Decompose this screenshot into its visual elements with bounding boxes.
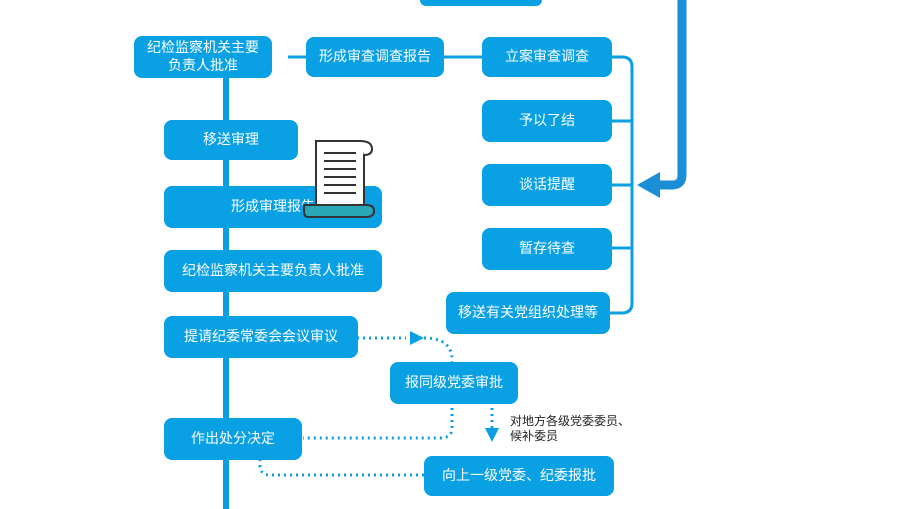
incoming-arrow-head bbox=[637, 172, 660, 198]
node-talk-remind-label: 谈话提醒 bbox=[519, 177, 575, 193]
node-transfer-party-org: 移送有关党组织处理等 bbox=[446, 292, 610, 334]
dotted-arrowhead bbox=[410, 331, 424, 345]
node-standing-committee-label: 提请纪委常委会会议审议 bbox=[184, 329, 338, 345]
node-make-decision: 作出处分决定 bbox=[164, 418, 302, 460]
node-upper-level-approval-label: 向上一级党委、纪委报批 bbox=[442, 468, 596, 484]
node-make-decision-label: 作出处分决定 bbox=[191, 431, 275, 447]
dotted-curve-down bbox=[423, 336, 454, 366]
node-suspend-pending-label: 暂存待查 bbox=[519, 241, 575, 257]
node-leader-approve: 纪检监察机关主要负责人批准 bbox=[164, 250, 382, 292]
node-transfer-trial-label: 移送审理 bbox=[203, 132, 259, 148]
node-conclude-label: 予以了结 bbox=[519, 113, 575, 129]
node-same-level-approval: 报同级党委审批 bbox=[390, 362, 518, 404]
node-review-report: 形成审查调查报告 bbox=[306, 37, 444, 77]
node-review-report-label: 形成审查调查报告 bbox=[319, 49, 431, 65]
node-leader-approve-top: 纪检监察机关主要 负责人批准 bbox=[134, 36, 272, 78]
node-suspend-pending: 暂存待查 bbox=[482, 228, 612, 270]
node-same-level-approval-label: 报同级党委审批 bbox=[405, 375, 503, 391]
node-upper-level-approval: 向上一级党委、纪委报批 bbox=[424, 456, 614, 496]
incoming-arrow-line bbox=[656, 0, 687, 190]
node-standing-committee: 提请纪委常委会会议审议 bbox=[164, 316, 358, 358]
dotted-down-arrowhead bbox=[485, 428, 499, 442]
node-leader-approve-top-line2: 负责人批准 bbox=[168, 58, 238, 74]
dotted-upper-to-decision bbox=[258, 460, 424, 477]
note-local-members-line1: 对地方各级党委委员、 bbox=[510, 414, 631, 428]
node-case-filed: 立案审查调查 bbox=[482, 37, 612, 77]
dotted-approval-to-decision bbox=[303, 402, 454, 440]
node-transfer-party-org-label: 移送有关党组织处理等 bbox=[458, 305, 598, 321]
node-transfer-trial: 移送审理 bbox=[164, 120, 298, 160]
node-case-filed-label: 立案审查调查 bbox=[505, 49, 589, 65]
note-local-members: 对地方各级党委委员、 候补委员 bbox=[510, 414, 630, 444]
node-trial-report-label: 形成审理报告 bbox=[231, 199, 315, 215]
node-talk-remind: 谈话提醒 bbox=[482, 164, 612, 206]
node-conclude: 予以了结 bbox=[482, 100, 612, 142]
note-local-members-line2: 候补委员 bbox=[510, 429, 559, 443]
node-leader-approve-top-line1: 纪检监察机关主要 bbox=[147, 40, 259, 56]
top-partial-box bbox=[420, 0, 542, 6]
scroll-document-icon bbox=[303, 140, 376, 218]
node-leader-approve-label: 纪检监察机关主要负责人批准 bbox=[182, 263, 364, 279]
